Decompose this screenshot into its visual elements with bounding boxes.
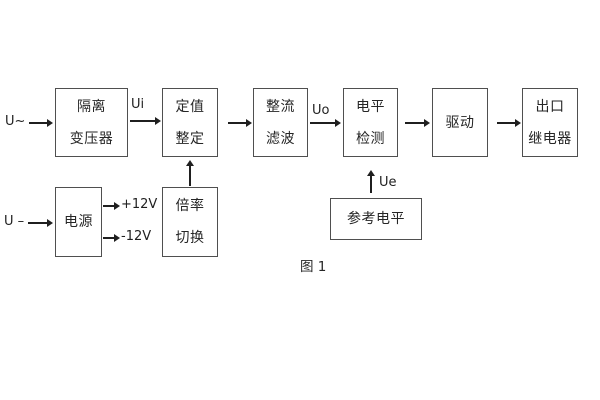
block-driver: 驱动 — [432, 88, 488, 157]
arrow-right-icon — [310, 119, 341, 126]
block-isolation-transformer: 隔离 变压器 — [55, 88, 128, 157]
arrow-right-icon — [28, 219, 53, 226]
block-label-line: 电源 — [64, 214, 93, 230]
arrow-up-icon — [367, 170, 374, 193]
signal-ue-label: Ue — [379, 175, 397, 190]
block-label-line: 电平 — [356, 98, 385, 115]
block-label-line: 定值 — [175, 98, 205, 115]
block-label-line: 变压器 — [69, 130, 114, 147]
block-label-line: 出口 — [535, 98, 565, 115]
block-output-relay: 出口 继电器 — [522, 88, 578, 157]
arrow-right-icon — [103, 202, 120, 209]
arrow-right-icon — [405, 119, 430, 126]
block-power-supply: 电源 — [55, 187, 102, 257]
block-setpoint-adjust: 定值 整定 — [162, 88, 218, 157]
block-reference-level: 参考电平 — [330, 198, 422, 240]
arrow-right-icon — [130, 117, 161, 124]
dc-input-label: U – — [4, 214, 25, 229]
plus-12v-rail-label: +12V — [121, 197, 158, 212]
block-rectifier-filter: 整流 滤波 — [253, 88, 308, 157]
block-level-detector: 电平 检测 — [343, 88, 398, 157]
arrow-right-icon — [497, 119, 521, 126]
arrow-right-icon — [29, 119, 53, 126]
arrow-up-icon — [186, 160, 193, 186]
block-label-line: 驱动 — [445, 114, 475, 131]
signal-ui-label: Ui — [131, 97, 145, 112]
block-label-line: 隔离 — [77, 98, 106, 115]
ac-input-label: U~ — [5, 114, 26, 129]
block-label-line: 滤波 — [266, 130, 295, 147]
arrow-right-icon — [228, 119, 252, 126]
block-label-line: 检测 — [356, 130, 385, 147]
block-label-line: 切换 — [175, 230, 205, 246]
block-label-line: 倍率 — [175, 198, 205, 214]
figure-caption: 图 1 — [300, 259, 327, 275]
block-label-line: 参考电平 — [347, 211, 405, 227]
block-ratio-switch: 倍率 切换 — [162, 187, 218, 257]
signal-uo-label: Uo — [312, 103, 330, 118]
arrow-right-icon — [103, 234, 120, 241]
block-label-line: 整流 — [266, 98, 295, 115]
block-label-line: 整定 — [175, 130, 205, 147]
minus-12v-rail-label: -12V — [121, 229, 152, 244]
block-label-line: 继电器 — [528, 130, 572, 147]
